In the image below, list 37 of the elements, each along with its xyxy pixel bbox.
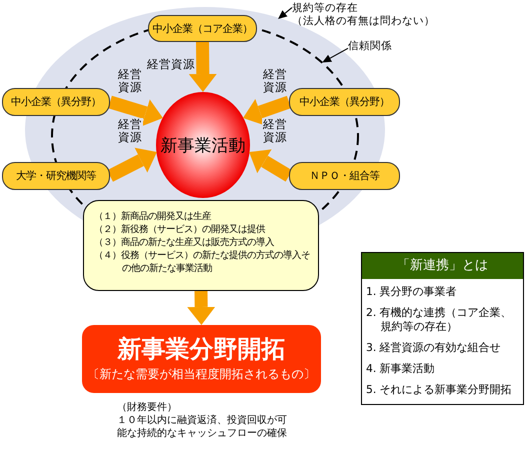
- edge-label: 経営資源: [147, 58, 192, 71]
- list-item: （２）新役務（サービス）の開発又は提供: [94, 223, 266, 236]
- list-item: 4. 新事業活動: [366, 362, 436, 376]
- rounded-box: 大学・研究機関等: [2, 162, 110, 190]
- note-text: 信頼関係: [348, 40, 404, 53]
- list-item: （４）役務（サービス）の新たな提供の方式の導入その他の新たな事業活動: [94, 249, 310, 275]
- info-panel: [361, 252, 524, 405]
- edge-label: 経営資源: [117, 118, 143, 144]
- block-arrow: [107, 148, 157, 182]
- list-item: 1. 異分野の事業者: [366, 285, 458, 299]
- rounded-box: ＮＰＯ・組合等: [289, 162, 400, 190]
- box-subtitle: 〔新たな需要が相当程度開拓されるもの〕: [86, 366, 316, 383]
- box-title: 新事業分野開拓: [116, 334, 286, 365]
- leader-line: [278, 7, 292, 19]
- note-text: 規約等の存在（法人格の有無は問わない）: [292, 2, 442, 28]
- rounded-box: 中小企業（異分野）: [289, 88, 400, 116]
- rounded-box: 中小企業（異分野）: [2, 88, 110, 116]
- block-arrow: [108, 96, 163, 126]
- note-text: （財務要件）: [117, 401, 178, 414]
- note-text: １０年以内に融資返済、投資回収が可能な持続的なキャッシュフローの確保: [117, 414, 288, 440]
- rounded-box: [83, 200, 319, 291]
- block-arrow: [188, 42, 217, 92]
- block-arrow: [243, 96, 292, 126]
- block-arrow: [187, 290, 216, 325]
- edge-label: 経営資源: [262, 68, 288, 94]
- list-item: 2. 有機的な連携（コア企業、規約等の存在）: [366, 306, 513, 334]
- edge-label: 経営資源: [117, 68, 143, 94]
- result-box: [82, 325, 321, 393]
- edge-label: 経営資源: [262, 118, 288, 144]
- block-arrow: [249, 149, 292, 182]
- circle-label: 新事業活動: [160, 135, 246, 157]
- leader-line: [322, 48, 348, 63]
- list-item: （３）商品の新たな生産又は販売方式の導入: [94, 236, 275, 249]
- list-item: 5. それによる新事業分野開拓: [366, 383, 513, 397]
- list-item: 3. 経営資源の有効な組合せ: [366, 341, 502, 355]
- panel-title: 「新連携」とは: [362, 253, 523, 279]
- list-item: （１）新商品の開発又は生産: [94, 210, 212, 223]
